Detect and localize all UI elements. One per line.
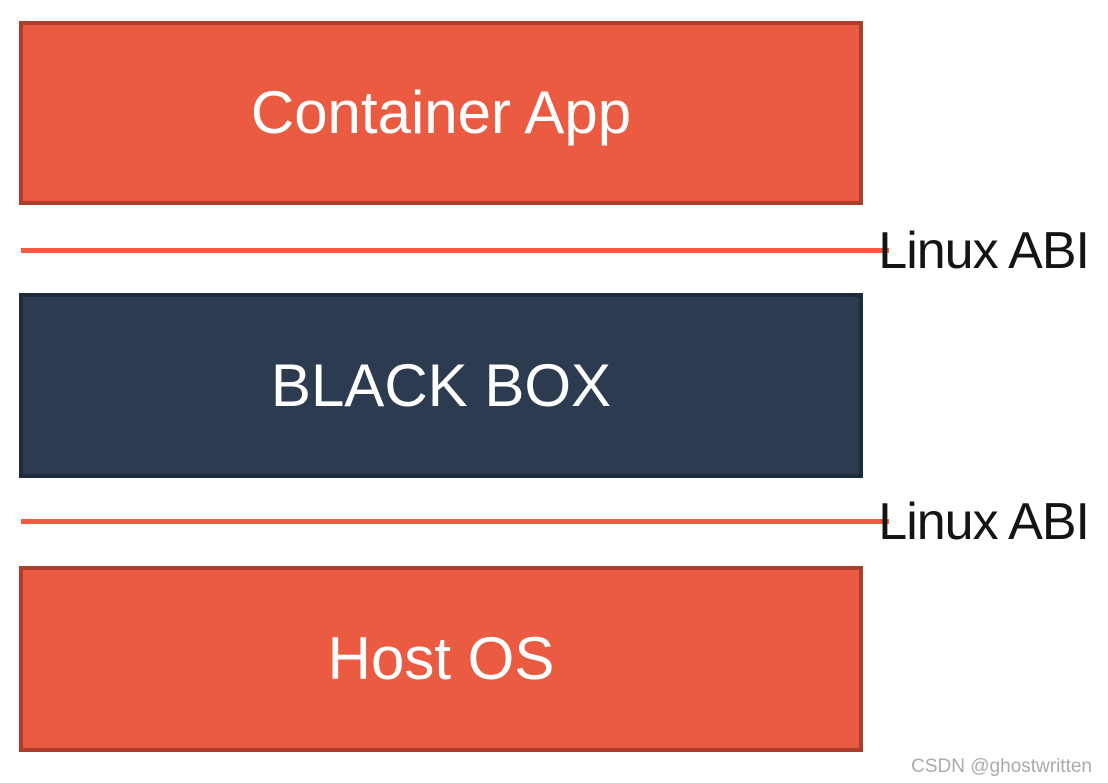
host-os-label: Host OS [327, 625, 555, 692]
linux-abi-line-top [21, 248, 889, 253]
linux-abi-label-top: Linux ABI [878, 222, 1090, 280]
box-black-box: BLACK BOX [19, 293, 863, 478]
watermark: CSDN @ghostwritten [911, 756, 1092, 777]
linux-abi-line-bottom [21, 519, 889, 524]
box-container-app: Container App [19, 21, 863, 205]
container-app-label: Container App [250, 79, 632, 146]
box-host-os: Host OS [19, 566, 863, 752]
black-box-label: BLACK BOX [270, 351, 612, 419]
linux-abi-label-bottom: Linux ABI [878, 493, 1090, 551]
